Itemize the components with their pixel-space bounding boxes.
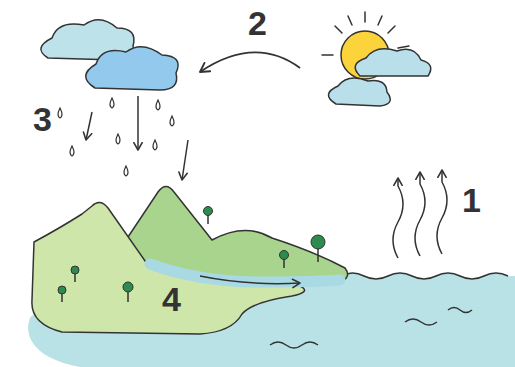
- tree: [71, 266, 79, 282]
- callout-number: 3: [33, 100, 52, 138]
- evaporation-arrow: [415, 172, 425, 256]
- rain-arrow: [137, 96, 139, 150]
- wave-line: [448, 308, 472, 313]
- cloud: [328, 78, 390, 106]
- rain-arrow: [86, 112, 92, 140]
- rain-arrow: [182, 140, 188, 180]
- callout-number: 1: [462, 181, 481, 219]
- rain-cloud: [86, 47, 178, 90]
- tree: [311, 235, 325, 262]
- tree: [204, 207, 213, 225]
- condensation-arrow: [200, 52, 300, 72]
- evaporation-arrow: [437, 170, 447, 254]
- evaporation-arrow: [393, 178, 403, 258]
- cloud: [355, 49, 431, 76]
- river-arrow: [200, 276, 300, 284]
- wave-line: [405, 319, 437, 325]
- river: [150, 264, 340, 282]
- wave-line: [342, 273, 508, 279]
- callout-number: 2: [248, 4, 267, 42]
- rain-drops: [58, 98, 174, 176]
- wave-line: [270, 342, 318, 348]
- tree: [280, 251, 289, 269]
- tree: [123, 282, 133, 302]
- tree: [58, 286, 66, 302]
- callout-number: 4: [162, 280, 181, 318]
